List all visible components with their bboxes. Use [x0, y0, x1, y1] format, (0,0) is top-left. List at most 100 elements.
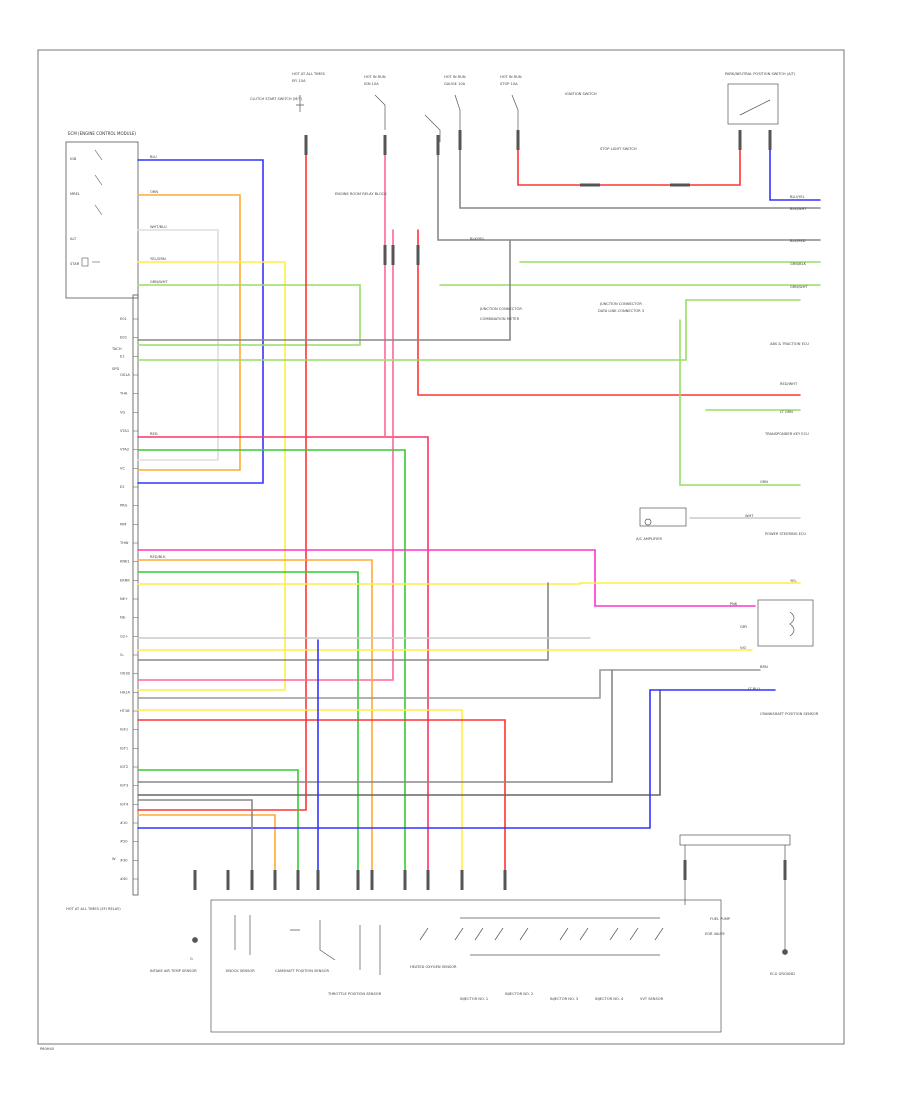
wire-red-d	[137, 719, 506, 881]
junction-a-label: JUNCTION CONNECTOR	[479, 307, 522, 311]
wire-blu	[137, 159, 264, 484]
wire-label-grn: GRN	[760, 480, 768, 484]
wire-blk-right-b	[459, 139, 821, 209]
connector-mark	[250, 870, 254, 890]
throttle-label: THROTTLE POSITION SENSOR	[327, 992, 382, 996]
wire-label-brn: BRN	[760, 665, 768, 669]
knock-sensor	[234, 915, 300, 955]
footer-code: P60H40	[40, 1047, 55, 1051]
connector-marks	[193, 130, 787, 890]
wire-label-blu-yel: BLU/YEL	[790, 195, 805, 199]
side-label-5: SPD	[112, 367, 119, 371]
wire-yel-main	[137, 261, 286, 691]
fuel-pump-box	[679, 834, 791, 846]
connector-mark	[193, 870, 197, 890]
side-label-2: ALT	[70, 237, 77, 241]
ecm-pin-label: OX1B	[120, 672, 130, 676]
left-wire-labels: BLU ORN WHT/BLU YEL/GRN GRN/WHT RED RED/…	[150, 155, 168, 559]
wire-gry-e	[137, 239, 511, 341]
bottom-sensors	[192, 899, 722, 1033]
ecm-side-labels: IGB MREL ALT STAR TACH SPD W	[70, 157, 122, 861]
combo-meter-label: COMBINATION METER	[480, 317, 520, 321]
bottom-bus	[210, 899, 722, 1033]
connector-mark	[580, 183, 600, 187]
wire-blu-right	[769, 139, 821, 201]
wire-label-blk-yel: BLK/YEL	[470, 237, 485, 241]
wire-gry-c	[137, 669, 613, 783]
left-wire-red-blk: RED/BLK	[150, 555, 166, 559]
connector-mark	[316, 870, 320, 890]
ecm-title: ECM (ENGINE CONTROL MODULE)	[68, 131, 136, 136]
side-label-3: STAR	[70, 262, 80, 266]
wire-label-blk-wht: BLK/WHT	[790, 207, 807, 211]
ecm-pin-label: E02	[120, 336, 127, 340]
switch-fuse-c	[454, 94, 461, 130]
ecm-pin-label: EKNK	[120, 578, 130, 582]
wire-label-grn-wht: GRN/WHT	[790, 285, 808, 289]
ecm-main-box	[132, 294, 139, 896]
ground-label: G	[190, 957, 193, 961]
ignition-label: IGNITION SWITCH	[565, 92, 597, 96]
fuse-a-label: HOT AT ALL TIMES	[292, 72, 326, 76]
wire-magenta	[137, 549, 756, 607]
fuse-c-label: HOT IN RUN	[444, 75, 466, 79]
injector-2-label: INJECTOR NO. 2	[505, 992, 533, 996]
connector-mark	[503, 870, 507, 890]
injector-bus	[460, 917, 660, 956]
dlc3-label: DATA LINK CONNECTOR 3	[598, 309, 644, 313]
diagram-frame	[37, 49, 845, 1045]
wire-lt-grn	[137, 449, 406, 881]
ecm-pin-label: NE+	[120, 597, 128, 601]
bottom-labels: G INTAKE AIR TEMP SENSOR KNOCK SENSOR CA…	[150, 932, 795, 1001]
fuse-c-sub: GAUGE 10A	[444, 82, 466, 86]
left-wire-yel-grn: YEL/GRN	[150, 257, 166, 261]
ecm-pin-label: THW	[119, 541, 129, 545]
connector-mark	[738, 130, 742, 150]
wire-pnk-b	[137, 229, 394, 681]
wire-label-yel: YEL	[790, 579, 796, 583]
injector-4-label: INJECTOR NO. 4	[595, 997, 624, 1001]
injector-3-label: INJECTOR NO. 3	[550, 997, 578, 1001]
abs-ecu-label: ABS & TRACTION ECU	[770, 342, 809, 346]
fuel-pump-label: FUEL PUMP	[710, 917, 731, 921]
wire-blu-b	[137, 689, 776, 829]
ecm-pin-label: VTA1	[120, 429, 129, 433]
wire-grn	[137, 571, 359, 881]
connector-mark	[670, 183, 690, 187]
switch-fuse-b	[374, 94, 386, 130]
heater-label: HEATED OXYGEN SENSOR	[410, 965, 457, 969]
switch-fuse-d	[511, 94, 519, 130]
wire-dark-b	[137, 689, 661, 796]
ecu-ground-label: ECU GROUND	[770, 972, 795, 976]
wire-red-blk	[137, 559, 373, 881]
crank-label: CRANKSHAFT POSITION SENSOR	[760, 712, 819, 716]
fuse-b-sub: IGN 10A	[364, 82, 379, 86]
power-steering-label: POWER STEERING ECU	[765, 532, 806, 536]
ecm-pin-label: E2	[120, 485, 125, 489]
wire-label-grn-blk: GRN/BLK	[790, 262, 807, 266]
crank-sensor-box	[757, 599, 814, 647]
wire-pnk	[137, 436, 429, 881]
wire-orn	[137, 194, 241, 471]
wire-orn-b	[137, 814, 276, 881]
ecm-bottom-note: HOT AT ALL TIMES (EFI RELAY)	[66, 907, 121, 911]
ecm-pin-label: G-	[120, 653, 125, 657]
ecm-pin-label: THA	[119, 392, 128, 396]
ecm-pin-label: E1	[120, 354, 125, 358]
knock-label: KNOCK SENSOR	[226, 969, 255, 973]
side-label-4: TACH	[111, 347, 122, 351]
right-labels: JUNCTION CONNECTOR JUNCTION CONNECTOR AB…	[479, 302, 819, 921]
ecm-pin-label: NE-	[120, 616, 127, 620]
ecm-pin-label: VTA2	[120, 448, 129, 452]
cam-label: CAMSHAFT POSITION SENSOR	[275, 969, 329, 973]
connector-mark	[416, 245, 420, 265]
fuel-pump-leads	[684, 845, 786, 950]
connector-mark	[226, 870, 230, 890]
connector-mark	[370, 870, 374, 890]
egr-label: EGR VALVE	[705, 932, 725, 936]
right-components	[639, 507, 814, 955]
ground-left	[192, 937, 198, 943]
left-wire-grn-wht: GRN/WHT	[150, 280, 168, 284]
throttle-sensor	[319, 920, 381, 975]
